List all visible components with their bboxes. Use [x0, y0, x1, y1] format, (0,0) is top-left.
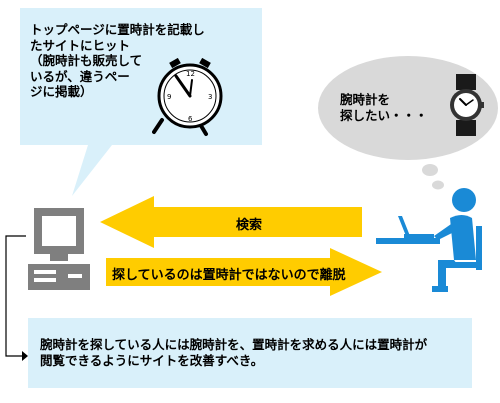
leave-arrow-label: 探しているのは置時計ではないので離脱: [112, 268, 346, 283]
thought-text: 腕時計を 探したい・・・: [340, 92, 428, 123]
svg-text:12: 12: [186, 70, 195, 78]
wristwatch-icon: [450, 74, 484, 136]
recommendation-box: [28, 318, 472, 388]
svg-text:6: 6: [188, 115, 193, 123]
callout-text: トップページに置時計を記載し たサイトにヒット （腕時計も販売して いるが、違う…: [30, 22, 205, 99]
alarm-clock-icon: 12 3 6 9: [152, 58, 223, 136]
svg-text:9: 9: [167, 93, 171, 101]
search-arrow-label: 検索: [236, 218, 263, 233]
svg-text:3: 3: [208, 93, 212, 101]
recommendation-text: 腕時計を探している人には腕時計を、置時計を求める人には置時計が 閲覧できるように…: [40, 337, 428, 368]
computer-icon: [28, 208, 90, 290]
person-laptop-icon: [376, 188, 482, 292]
